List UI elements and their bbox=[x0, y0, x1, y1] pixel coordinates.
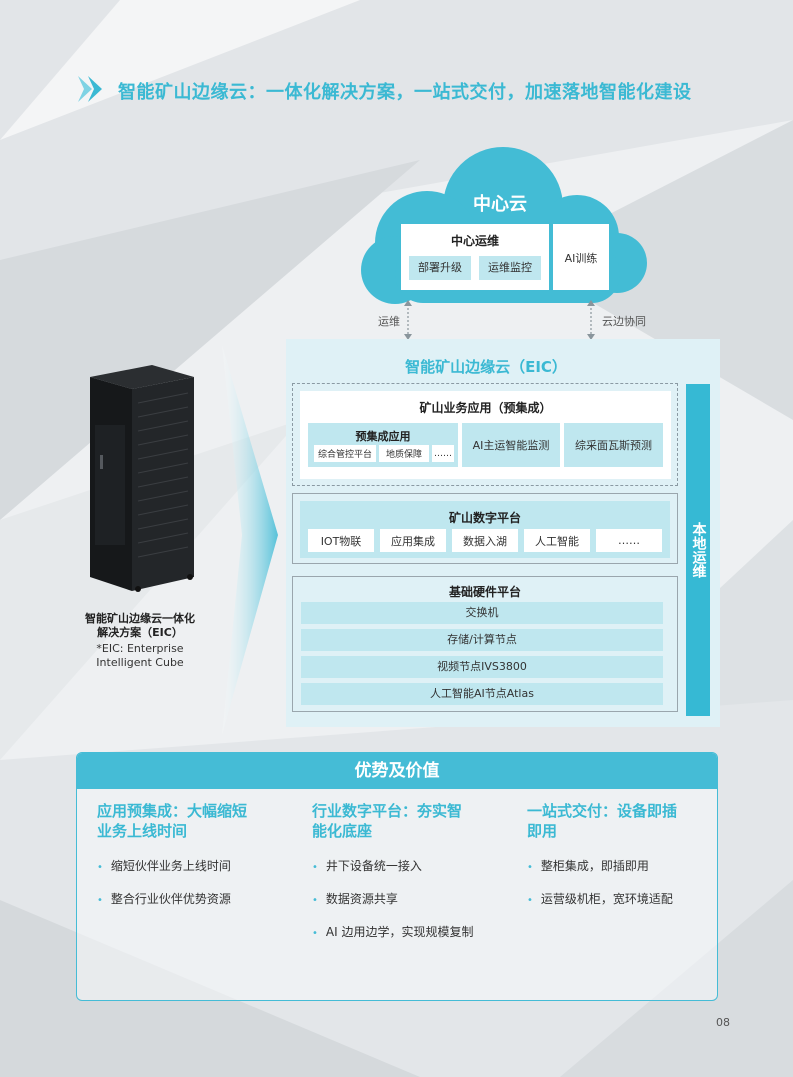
advantage-1-item: •整合行业伙伴优势资源 bbox=[97, 892, 231, 906]
ops-connector-label: 运维 bbox=[378, 315, 400, 328]
advantages-panel bbox=[76, 752, 718, 1001]
preintegrated-apps-group: 预集成应用 综合管控平台 地质保障 …… bbox=[308, 423, 458, 467]
geology-support-chip: 地质保障 bbox=[379, 445, 429, 462]
bullet-icon: • bbox=[312, 862, 318, 873]
local-ops-label: 本地运维 bbox=[690, 522, 707, 578]
preintegrated-apps-title: 预集成应用 bbox=[355, 430, 411, 443]
server-caption: 智能矿山边缘云一体化 解决方案（EIC） bbox=[60, 612, 220, 640]
advantage-column-3: 一站式交付：设备即插 即用 •整柜集成，即插即用 •运营级机柜，宽环境适配 bbox=[527, 801, 707, 907]
video-node-row: 视频节点IVS3800 bbox=[301, 656, 663, 678]
cloud-edge-connector-label: 云边协同 bbox=[602, 315, 646, 328]
business-apps-box: 矿山业务应用（预集成） 预集成应用 综合管控平台 地质保障 …… AI主运智能监… bbox=[300, 391, 671, 479]
local-ops-bar: 本地运维 bbox=[686, 384, 710, 716]
digital-platform-title: 矿山数字平台 bbox=[448, 511, 521, 525]
server-cabinet-image bbox=[90, 365, 194, 592]
advantage-1-title-line1: 应用预集成：大幅缩短 bbox=[97, 802, 248, 820]
gas-prediction-chip: 综采面瓦斯预测 bbox=[564, 423, 663, 467]
bullet-icon: • bbox=[312, 895, 318, 906]
server-note-line2: Intelligent Cube bbox=[96, 656, 184, 669]
bullet-icon: • bbox=[527, 862, 533, 873]
ai-node-row: 人工智能AI节点Atlas bbox=[301, 683, 663, 705]
advantage-2-item: •AI 边用边学，实现规模复制 bbox=[312, 925, 474, 939]
server-caption-line2: 解决方案（EIC） bbox=[97, 626, 183, 639]
ops-monitor-chip: 运维监控 bbox=[479, 256, 541, 280]
bullet-icon: • bbox=[527, 895, 533, 906]
title-chevron-icon bbox=[78, 76, 102, 102]
digital-platform-box: 矿山数字平台 IOT物联 应用集成 数据入湖 人工智能 …… bbox=[300, 501, 670, 558]
expand-chevron-shape bbox=[222, 345, 278, 735]
advantage-3-item: •整柜集成，即插即用 bbox=[527, 859, 649, 873]
advantage-column-2: 行业数字平台：夯实智 能化底座 •井下设备统一接入 •数据资源共享 •AI 边用… bbox=[312, 801, 502, 940]
advantage-2-title-line2: 能化底座 bbox=[312, 822, 373, 840]
integrated-control-chip: 综合管控平台 bbox=[314, 445, 376, 462]
central-ops-box: 中心运维 部署升级 运维监控 bbox=[401, 224, 549, 290]
server-caption-line1: 智能矿山边缘云一体化 bbox=[85, 612, 195, 625]
server-note-line1: *EIC: Enterprise bbox=[96, 642, 184, 655]
ai-transport-monitor-chip: AI主运智能监测 bbox=[462, 423, 560, 467]
advantage-2-title-line1: 行业数字平台：夯实智 bbox=[312, 802, 463, 820]
advantage-3-title-line1: 一站式交付：设备即插 bbox=[527, 802, 678, 820]
page-title: 智能矿山边缘云：一体化解决方案，一站式交付，加速落地智能化建设 bbox=[118, 82, 692, 103]
advantage-2-item: •井下设备统一接入 bbox=[312, 859, 422, 873]
bullet-icon: • bbox=[97, 862, 103, 873]
hardware-platform-section: 基础硬件平台 交换机 存储/计算节点 视频节点IVS3800 人工智能AI节点A… bbox=[292, 576, 678, 712]
more-apps-chip: …… bbox=[432, 445, 454, 462]
digital-platform-section bbox=[292, 493, 678, 564]
app-integration-chip: 应用集成 bbox=[380, 529, 446, 552]
advantage-3-item: •运营级机柜，宽环境适配 bbox=[527, 892, 673, 906]
data-lake-chip: 数据入湖 bbox=[452, 529, 518, 552]
switch-row: 交换机 bbox=[301, 602, 663, 624]
page-number: 08 bbox=[716, 1016, 730, 1029]
advantage-1-title-line2: 业务上线时间 bbox=[97, 822, 188, 840]
connector-arrows bbox=[404, 300, 595, 340]
eic-title: 智能矿山边缘云（EIC） bbox=[405, 358, 567, 376]
advantage-column-1: 应用预集成：大幅缩短 业务上线时间 •缩短伙伴业务上线时间 •整合行业伙伴优势资… bbox=[97, 801, 287, 907]
ai-training-box: AI训练 bbox=[553, 224, 609, 290]
storage-compute-row: 存储/计算节点 bbox=[301, 629, 663, 651]
business-apps-section bbox=[292, 383, 678, 486]
more-platform-chip: …… bbox=[596, 529, 662, 552]
advantages-title: 优势及价值 bbox=[77, 753, 717, 789]
bullet-icon: • bbox=[312, 928, 318, 939]
hardware-platform-title: 基础硬件平台 bbox=[448, 585, 521, 599]
iot-chip: IOT物联 bbox=[308, 529, 374, 552]
advantage-1-item: •缩短伙伴业务上线时间 bbox=[97, 859, 231, 873]
deploy-upgrade-chip: 部署升级 bbox=[409, 256, 471, 280]
central-cloud-title: 中心云 bbox=[473, 194, 527, 215]
ai-chip: 人工智能 bbox=[524, 529, 590, 552]
business-apps-title: 矿山业务应用（预集成） bbox=[419, 401, 552, 415]
server-note: *EIC: Enterprise Intelligent Cube bbox=[60, 642, 220, 670]
advantage-2-item: •数据资源共享 bbox=[312, 892, 398, 906]
advantage-3-title-line2: 即用 bbox=[527, 822, 558, 840]
bullet-icon: • bbox=[97, 895, 103, 906]
central-ops-title: 中心运维 bbox=[450, 234, 499, 248]
